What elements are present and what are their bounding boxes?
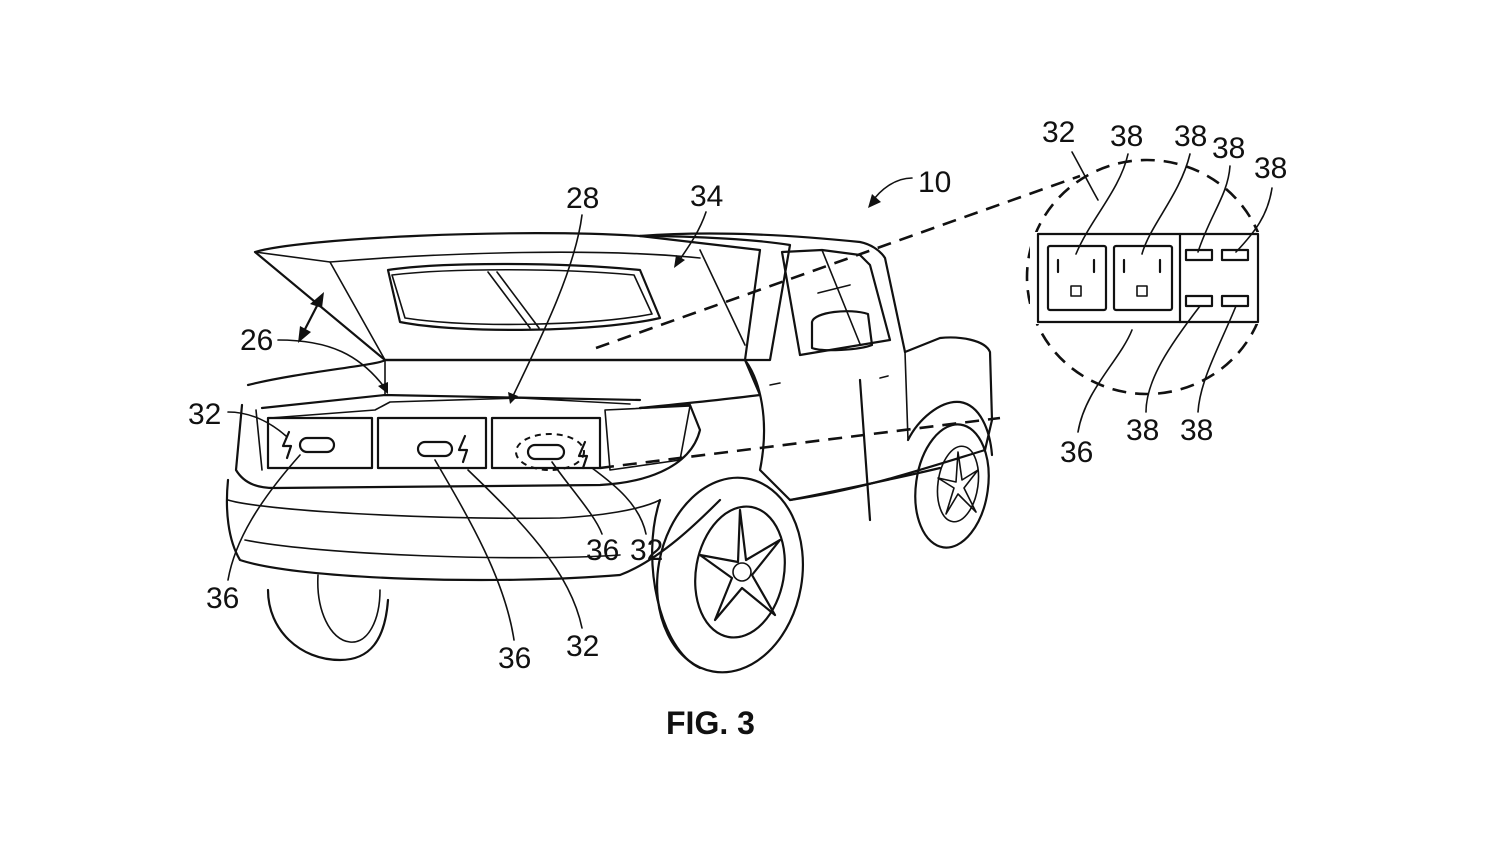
side-mirror — [810, 310, 874, 352]
pickup-truck-drawing — [225, 232, 994, 674]
figure-caption: FIG. 3 — [666, 705, 755, 741]
headlight — [604, 405, 691, 471]
ac-outlet — [1112, 244, 1174, 312]
label-detail-usb-bottom-right: 38 — [1180, 414, 1213, 447]
rocker — [788, 448, 987, 502]
label-detail-usb-bottom-left: 38 — [1126, 414, 1159, 447]
label-center-outlet-panel: 32 — [566, 630, 599, 663]
lightning-icon — [577, 440, 589, 470]
usb-port — [1220, 248, 1250, 262]
outlet-panel-detail — [1025, 158, 1270, 396]
right-front-rim — [694, 505, 786, 639]
label-detail-usb-top-right: 38 — [1254, 152, 1287, 185]
center-outlet-compartment — [376, 416, 488, 470]
label-divider: 28 — [566, 182, 599, 215]
label-detail-usb-top-left: 38 — [1212, 132, 1245, 165]
label-right-plug: 36 — [586, 534, 619, 567]
label-frunk: 26 — [240, 324, 273, 357]
left-plug — [298, 436, 336, 454]
detail-panel-outline — [1036, 232, 1260, 324]
truck-bed — [903, 336, 994, 452]
usb-port — [1220, 294, 1250, 308]
label-detail-plug: 36 — [1060, 436, 1093, 469]
right-plug — [526, 443, 566, 461]
front-door-window — [780, 248, 892, 357]
label-left-outlet-panel: 32 — [188, 398, 221, 431]
label-center-plug: 36 — [498, 642, 531, 675]
windshield — [638, 234, 792, 362]
rear-tire — [914, 423, 990, 549]
lightning-icon — [281, 430, 293, 460]
detail-callout-circle — [515, 433, 585, 471]
label-leaders — [227, 151, 1273, 641]
label-right-outlet-panel: 32 — [630, 534, 663, 567]
label-detail-panel: 32 — [1042, 116, 1075, 149]
bumper — [225, 478, 722, 582]
label-vehicle: 10 — [918, 166, 951, 199]
right-outlet-compartment — [490, 416, 602, 470]
frunk-opening — [246, 358, 762, 410]
label-detail-outlet-2: 38 — [1174, 120, 1207, 153]
label-left-plug: 36 — [206, 582, 239, 615]
left-front-tire — [266, 588, 390, 662]
center-plug — [416, 440, 454, 458]
lightning-icon — [457, 434, 469, 464]
ac-outlet — [1046, 244, 1108, 312]
cab-roof — [638, 232, 907, 354]
hood-window — [386, 262, 662, 331]
front-fascia — [234, 403, 702, 490]
reference-numerals: 10 28 34 26 32 36 36 32 36 32 32 38 38 3… — [188, 116, 1287, 675]
label-hood: 34 — [690, 180, 723, 213]
right-front-tire — [655, 476, 805, 674]
rim-spokes — [698, 508, 782, 622]
left-outlet-compartment — [266, 416, 374, 470]
detail-leader-lines — [595, 174, 1081, 470]
body-side — [743, 358, 942, 502]
label-detail-outlet-1: 38 — [1110, 120, 1143, 153]
